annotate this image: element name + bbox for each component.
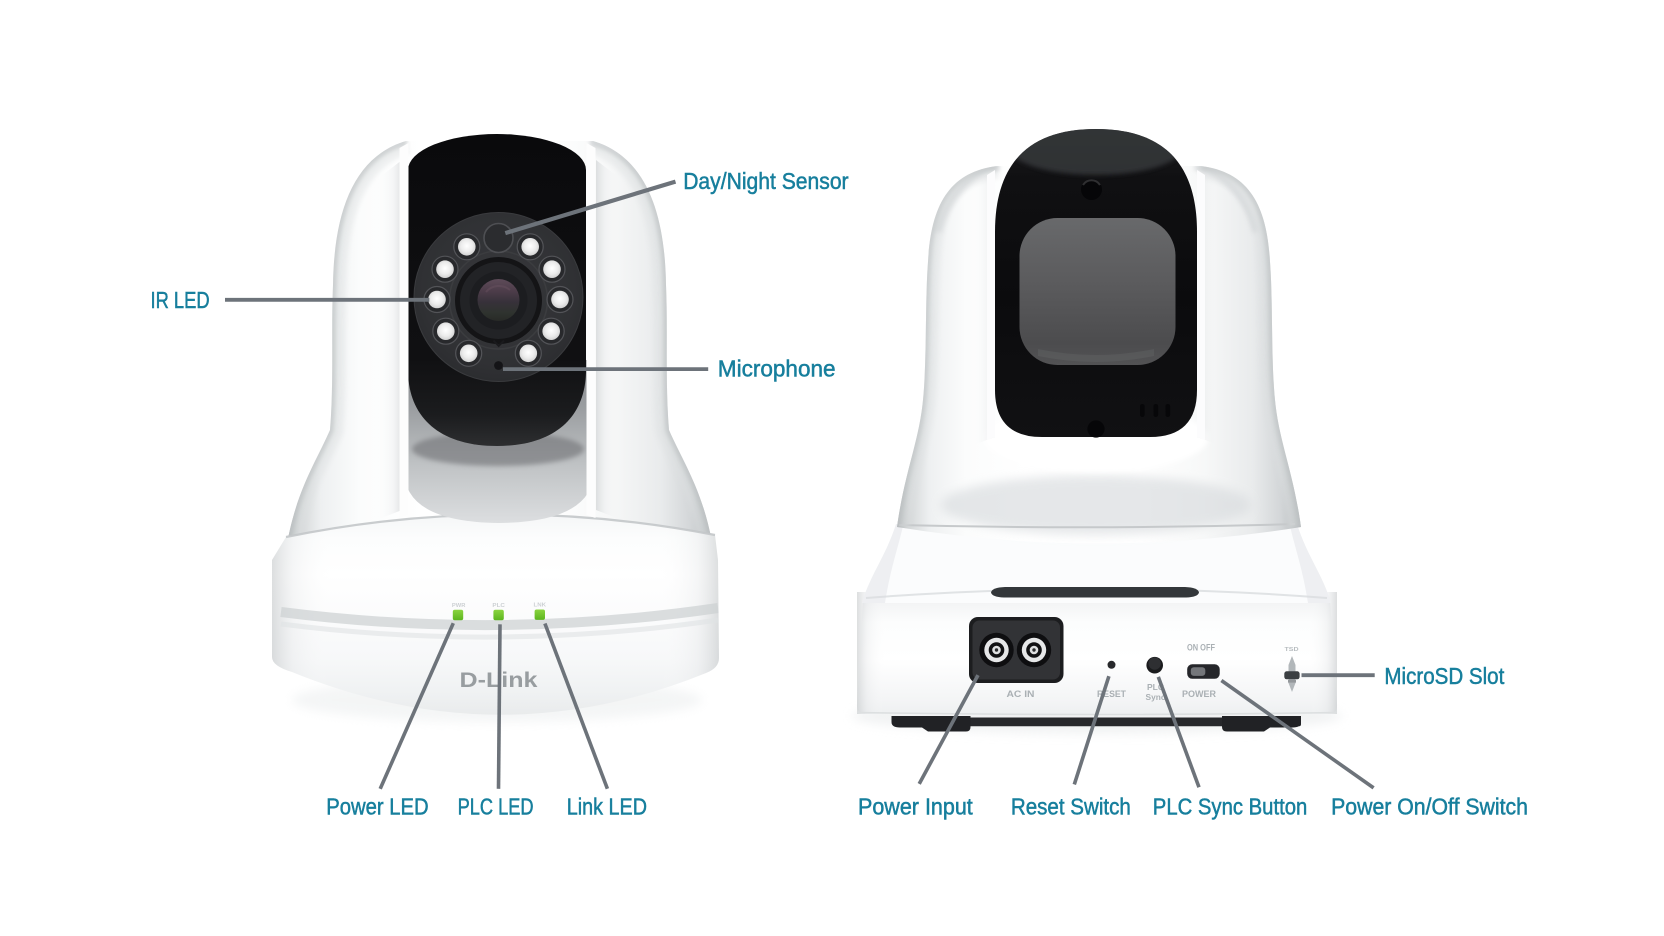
svg-text:AC IN: AC IN	[1007, 689, 1035, 700]
svg-text:Reset Switch: Reset Switch	[1011, 794, 1131, 820]
svg-text:LNK: LNK	[534, 603, 547, 609]
svg-text:Microphone: Microphone	[718, 355, 836, 381]
svg-text:MicroSD Slot: MicroSD Slot	[1384, 663, 1504, 689]
svg-text:PLC: PLC	[1147, 682, 1164, 692]
svg-text:POWER: POWER	[1182, 689, 1216, 700]
svg-text:Sync: Sync	[1146, 692, 1166, 702]
svg-text:PLC Sync Button: PLC Sync Button	[1153, 794, 1308, 820]
svg-text:Power On/Off Switch: Power On/Off Switch	[1331, 794, 1528, 820]
svg-text:IR LED: IR LED	[151, 287, 210, 313]
svg-text:Day/Night Sensor: Day/Night Sensor	[683, 168, 849, 194]
svg-text:PWR: PWR	[452, 603, 466, 609]
svg-text:RESET: RESET	[1097, 689, 1126, 700]
svg-text:PLC LED: PLC LED	[458, 794, 534, 820]
svg-text:Power Input: Power Input	[858, 794, 973, 820]
svg-text:TSD: TSD	[1285, 647, 1299, 653]
svg-text:Link LED: Link LED	[567, 794, 647, 820]
svg-text:ON OFF: ON OFF	[1187, 643, 1215, 654]
svg-text:Power LED: Power LED	[326, 794, 428, 820]
svg-text:PLC: PLC	[492, 603, 505, 609]
